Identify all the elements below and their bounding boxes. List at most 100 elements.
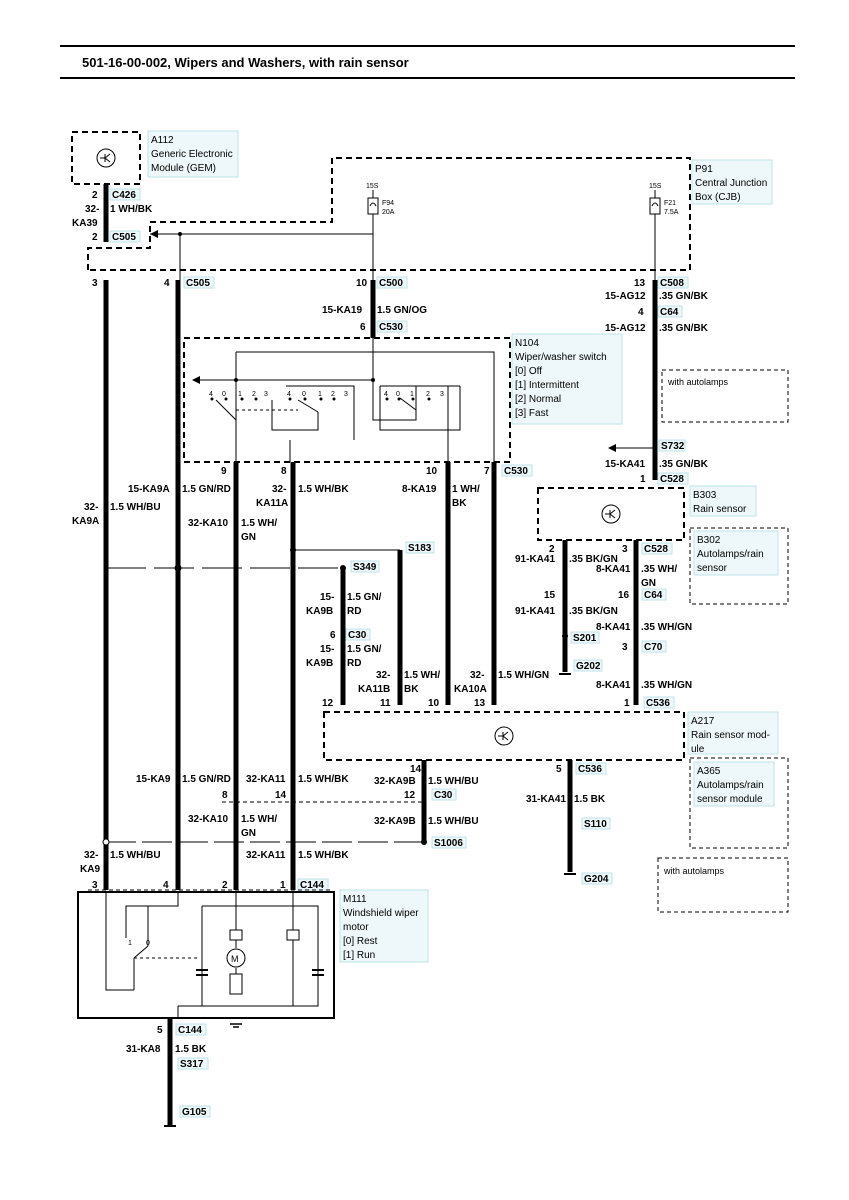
wire-color: 1.5 GN/	[347, 644, 382, 655]
cjb-id: P91	[695, 164, 713, 175]
pin-label: 5	[556, 764, 562, 775]
wire-color: .35 GN/BK	[659, 459, 709, 470]
transistor-icon	[100, 153, 111, 163]
wiper-motor-pos-1: [1] Run	[343, 950, 375, 961]
pin-label: 5	[157, 1025, 163, 1036]
pin-label: 10	[356, 278, 368, 289]
pin-label: 1	[624, 698, 630, 709]
switch-pos-text: 4	[287, 391, 291, 398]
arrow-left-icon	[608, 444, 616, 452]
wiper-motor-id: M111	[343, 894, 367, 905]
connector-c64: C64	[660, 307, 679, 318]
switch-positions-c: 4 0 1 2 3	[384, 391, 444, 398]
wire-circuit: 91-KA41	[515, 606, 555, 617]
wire-circuit: 15-	[320, 644, 334, 655]
wire-circuit: 31-KA8	[126, 1044, 161, 1055]
connector-c528: C528	[644, 544, 668, 555]
wire-color: 1.5 BK	[574, 794, 606, 805]
motor-m-symbol: M	[231, 954, 239, 964]
splice-dot	[102, 838, 110, 846]
wire-circuit: KA9B	[306, 658, 333, 669]
fuse-f94-rating: 20A	[382, 209, 395, 216]
connector-tag	[175, 1023, 207, 1036]
pin-label: 7	[484, 466, 490, 477]
wire-color: 1.5 WH/BK	[298, 850, 349, 861]
switch-pos-1: [1] Intermittent	[515, 380, 579, 391]
gem-label-1: Generic Electronic	[151, 149, 233, 160]
connector-c536: C536	[578, 764, 602, 775]
wiper-motor-label-2: motor	[343, 922, 369, 933]
connector-c528: C528	[660, 474, 684, 485]
wire-circuit: 15-AG12	[605, 291, 646, 302]
cjb-box	[87, 157, 691, 271]
pin-label: 15	[544, 590, 556, 601]
switch-pos-text: 1	[238, 391, 242, 398]
connector-tag	[641, 640, 667, 653]
switch-pos-text: 2	[426, 391, 430, 398]
pin-label: 9	[221, 466, 227, 477]
wire-circuit: 15-AG12	[605, 323, 646, 334]
connector-tag	[581, 872, 613, 885]
connector-tag	[657, 305, 683, 318]
connector-tag	[345, 628, 371, 641]
wire-circuit: 32-	[84, 850, 98, 861]
wire-circuit: 15-KA9	[136, 774, 171, 785]
splice-s183: S183	[408, 543, 432, 554]
b302-tag	[693, 530, 779, 576]
wire-circuit: KA11B	[358, 684, 390, 695]
wire-circuit: 15-	[320, 592, 334, 603]
wire-circuit: 8-KA19	[402, 484, 437, 495]
connector-c30: C30	[348, 630, 367, 641]
wire-circuit: 32-KA9B	[374, 816, 416, 827]
pin-label: 3	[92, 880, 98, 891]
cjb-tag	[691, 159, 773, 205]
pin-label: 12	[404, 790, 416, 801]
b302-id: B302	[697, 535, 721, 546]
splice-s1006: S1006	[434, 838, 463, 849]
connector-tag	[575, 762, 607, 775]
wire-color: 1.5 WH/BK	[298, 774, 349, 785]
a365-tag	[693, 761, 775, 807]
pin-label: 13	[634, 278, 646, 289]
wire-circuit: 32-	[84, 502, 98, 513]
wire-circuit: 32-KA10	[188, 518, 228, 529]
autolamps-box-1	[661, 369, 789, 423]
pin-label: 2	[549, 544, 555, 555]
pin-label: 2	[92, 190, 98, 201]
autolamps-note-1: with autolamps	[667, 377, 729, 387]
a217-id: A217	[691, 716, 715, 727]
pin-label: 8	[281, 466, 287, 477]
b302-label-1: Autolamps/rain	[697, 549, 764, 560]
arrow-left-icon	[192, 376, 200, 384]
wire-circuit: 32-	[470, 670, 484, 681]
pin-label: 10	[428, 698, 440, 709]
motor-brush-icon	[229, 929, 243, 941]
pin-label: 16	[618, 590, 630, 601]
wire-color: 1.5 WH/	[404, 670, 440, 681]
switch-pos-text: 3	[264, 391, 268, 398]
a365-box	[689, 757, 789, 849]
connector-c144: C144	[178, 1025, 202, 1036]
pin-label: 4	[164, 278, 170, 289]
motor-switch-pos: 0	[146, 940, 150, 947]
splice-s110: S110	[584, 819, 607, 830]
motor-icon	[226, 948, 246, 968]
wire-color: GN	[241, 828, 256, 839]
pin-label: 8	[222, 790, 228, 801]
wire-circuit: KA10A	[454, 684, 487, 695]
connector-tag	[657, 472, 689, 485]
page-title: 501-16-00-002, Wipers and Washers, with …	[82, 55, 409, 70]
a365-id: A365	[697, 766, 721, 777]
b302-box	[689, 527, 789, 605]
splice-s317: S317	[180, 1059, 204, 1070]
connector-tag	[658, 439, 686, 452]
switch-label: Wiper/washer switch	[515, 352, 607, 363]
switch-pos-text: 4	[384, 391, 388, 398]
connector-tag	[376, 320, 408, 333]
wire-circuit: 32-KA10	[188, 814, 228, 825]
wire-color: GN	[241, 532, 256, 543]
switch-pos-text: 1	[318, 391, 322, 398]
gem-box	[71, 131, 141, 185]
